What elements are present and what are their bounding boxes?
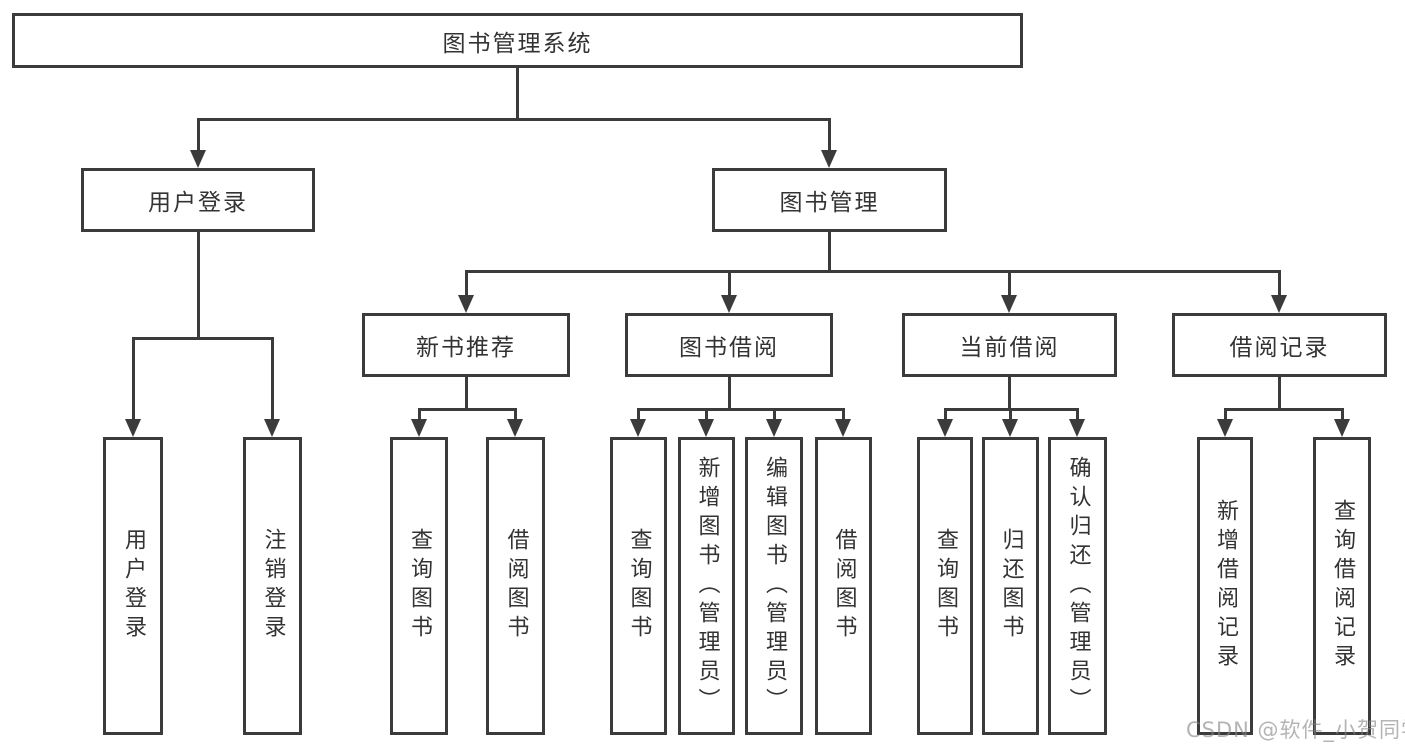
node-book-management-label: 图书管理 <box>779 190 880 216</box>
connector-borrow-records-stem <box>1278 377 1281 408</box>
leaf-confirm-return-admin: 确认归还（管理员） <box>1048 437 1107 735</box>
node-root-label: 图书管理系统 <box>442 30 593 57</box>
arrow-down-icon <box>1217 419 1233 437</box>
connector-root-stem <box>516 68 519 118</box>
arrow-down-icon <box>507 419 523 437</box>
leaf-borrow-books: 借阅图书 <box>815 437 872 735</box>
connector-drop-leaf <box>944 408 947 420</box>
arrow-down-icon <box>1002 419 1018 437</box>
connector-new-book-recommend-stem <box>465 377 468 408</box>
connector-root-rail <box>197 118 831 121</box>
arrow-down-icon <box>264 419 280 437</box>
leaf-logout: 注销登录 <box>243 437 302 735</box>
arrow-down-icon <box>458 295 474 313</box>
node-borrow-records: 借阅记录 <box>1172 313 1387 377</box>
leaf-edit-books-admin: 编辑图书（管理员） <box>745 437 803 735</box>
connector-drop-new-book-recommend <box>465 270 468 296</box>
node-current-borrow-label: 当前借阅 <box>959 335 1060 361</box>
leaf-add-books-admin-label: 新增图书（管理员） <box>694 455 720 717</box>
connector-book-borrow-stem <box>728 377 731 408</box>
connector-drop-leaf <box>1224 408 1227 420</box>
leaf-user-login: 用户登录 <box>103 437 163 735</box>
connector-drop-leaf <box>637 408 640 420</box>
connector-drop-leaf <box>418 408 421 420</box>
arrow-down-icon <box>766 419 782 437</box>
leaf-user-login-label: 用户登录 <box>121 528 146 644</box>
connector-user-login-rail <box>132 337 274 340</box>
arrow-down-icon <box>411 419 427 437</box>
leaf-query-books-recommend-label: 查询图书 <box>407 528 432 644</box>
connector-borrow-records-rail <box>1224 408 1343 411</box>
leaf-query-borrow-record-label: 查询借阅记录 <box>1330 499 1355 673</box>
arrow-down-icon <box>1069 419 1085 437</box>
node-book-management-module: 图书管理 <box>712 168 947 232</box>
leaf-borrow-books-label: 借阅图书 <box>831 528 857 644</box>
leaf-edit-books-admin-label: 编辑图书（管理员） <box>762 455 787 717</box>
arrow-down-icon <box>630 419 646 437</box>
leaf-add-borrow-record-label: 新增借阅记录 <box>1213 499 1238 673</box>
node-user-login-module: 用户登录 <box>81 168 315 232</box>
node-root-system: 图书管理系统 <box>12 13 1023 68</box>
connector-drop-book-management <box>828 118 831 151</box>
connector-drop-leaf <box>705 408 708 420</box>
connector-drop-current-borrow <box>1008 270 1011 296</box>
arrow-down-icon <box>125 419 141 437</box>
connector-drop-leaf <box>773 408 776 420</box>
leaf-add-borrow-record: 新增借阅记录 <box>1197 437 1253 735</box>
node-new-book-recommend-label: 新书推荐 <box>416 335 516 361</box>
connector-book-management-stem <box>828 232 831 270</box>
connector-drop-borrow-records <box>1278 270 1281 296</box>
arrow-down-icon <box>835 419 851 437</box>
leaf-return-books-label: 归还图书 <box>998 528 1024 644</box>
connector-new-book-recommend-rail <box>418 408 517 411</box>
connector-drop-leaf <box>514 408 517 420</box>
leaf-query-books-current: 查询图书 <box>917 437 973 735</box>
connector-drop-book-borrow <box>728 270 731 296</box>
arrow-down-icon <box>937 419 953 437</box>
arrow-down-icon <box>821 150 837 168</box>
connector-drop-leaf <box>842 408 845 420</box>
leaf-logout-label: 注销登录 <box>260 528 286 644</box>
leaf-query-books-borrow: 查询图书 <box>610 437 667 735</box>
node-book-borrow: 图书借阅 <box>625 313 833 377</box>
connector-book-borrow-rail <box>637 408 845 411</box>
connector-drop-leaf <box>1341 408 1344 420</box>
arrow-down-icon <box>1271 295 1287 313</box>
node-book-borrow-label: 图书借阅 <box>679 335 779 361</box>
leaf-return-books: 归还图书 <box>982 437 1039 735</box>
node-new-book-recommend: 新书推荐 <box>362 313 570 377</box>
node-current-borrow: 当前借阅 <box>902 313 1117 377</box>
leaf-add-books-admin: 新增图书（管理员） <box>678 437 735 735</box>
arrow-down-icon <box>1001 295 1017 313</box>
connector-current-borrow-stem <box>1008 377 1011 408</box>
arrow-down-icon <box>698 419 714 437</box>
arrow-down-icon <box>721 295 737 313</box>
node-user-login-label: 用户登录 <box>148 190 248 216</box>
connector-drop-leaf-user-login <box>132 337 135 420</box>
connector-drop-user-login <box>197 118 200 151</box>
arrow-down-icon <box>1334 419 1350 437</box>
node-borrow-records-label: 借阅记录 <box>1229 335 1330 361</box>
leaf-borrow-books-recommend-label: 借阅图书 <box>503 528 529 644</box>
arrow-down-icon <box>190 150 206 168</box>
leaf-borrow-books-recommend: 借阅图书 <box>486 437 545 735</box>
connector-drop-leaf <box>1009 408 1012 420</box>
connector-book-management-rail <box>465 270 1281 273</box>
leaf-query-books-recommend: 查询图书 <box>390 437 448 735</box>
connector-user-login-stem <box>197 232 200 337</box>
leaf-query-borrow-record: 查询借阅记录 <box>1313 437 1371 735</box>
leaf-confirm-return-admin-label: 确认归还（管理员） <box>1065 455 1091 717</box>
connector-drop-leaf <box>1076 408 1079 420</box>
connector-drop-leaf-logout <box>271 337 274 420</box>
csdn-watermark: CSDN @软件_小贺同学 <box>1186 718 1405 742</box>
leaf-query-books-borrow-label: 查询图书 <box>626 528 652 644</box>
leaf-query-books-current-label: 查询图书 <box>933 528 958 644</box>
